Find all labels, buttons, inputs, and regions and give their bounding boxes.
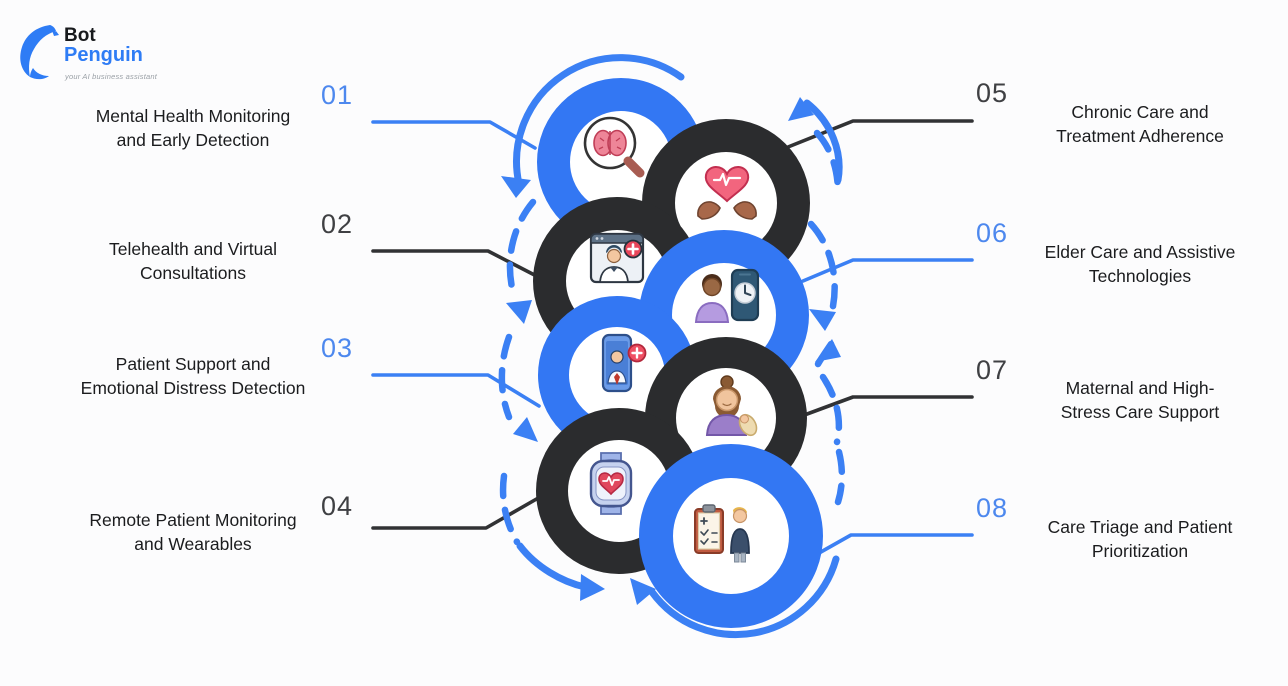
dashed-arcs-left (498, 198, 537, 546)
item-07-label: Maternal and High-Stress Care Support (1060, 378, 1220, 422)
phone-patient-plus-icon (601, 333, 647, 393)
item-07-number: 07 (975, 355, 1009, 385)
doctor-screen-icon (589, 232, 645, 284)
connector-line-08 (810, 533, 974, 559)
connector-line-05 (786, 119, 974, 149)
triage-clipboard-icon (694, 504, 750, 563)
botpenguin-logo: Bot Penguin your AI business assistant (14, 20, 194, 90)
smartwatch-heart-icon (589, 452, 633, 515)
connector-line-07 (797, 395, 974, 419)
item-03-number: 03 (320, 333, 354, 363)
connector-line-06 (801, 258, 974, 283)
logo-tagline: your AI business assistant (65, 72, 158, 81)
dashed-arcs-right (813, 129, 846, 506)
item-06-number: 06 (975, 218, 1009, 248)
elder-phone-clock-icon (694, 268, 760, 323)
cycle-arrow-mid-right-up (814, 339, 841, 368)
item-01-number: 01 (320, 80, 354, 110)
logo-text-penguin: Penguin (64, 44, 143, 66)
connector-line-02 (371, 249, 552, 285)
penguin-icon (20, 25, 59, 80)
cycle-arrow-mid-right-down (807, 220, 838, 331)
mother-baby-icon (705, 375, 758, 437)
circle-08-care-triage (639, 444, 823, 628)
brain-magnifier-icon (583, 116, 645, 178)
connector-line-01 (371, 120, 537, 150)
item-05-number: 05 (975, 78, 1009, 108)
logo-text-bot: Bot (64, 25, 96, 46)
connector-line-03 (371, 373, 541, 408)
item-02-number: 02 (320, 209, 354, 239)
cycle-arrow-top-left (501, 54, 685, 198)
dashed-arc-arrowheads-left (506, 300, 538, 442)
heart-in-hands-icon (697, 166, 757, 220)
item-08-number: 08 (975, 493, 1009, 523)
connector-line-04 (371, 495, 542, 530)
item-04-number: 04 (320, 491, 354, 521)
cycle-arrow-bottom-left (516, 542, 605, 601)
cycle-arrow-bottom-center (630, 555, 840, 639)
